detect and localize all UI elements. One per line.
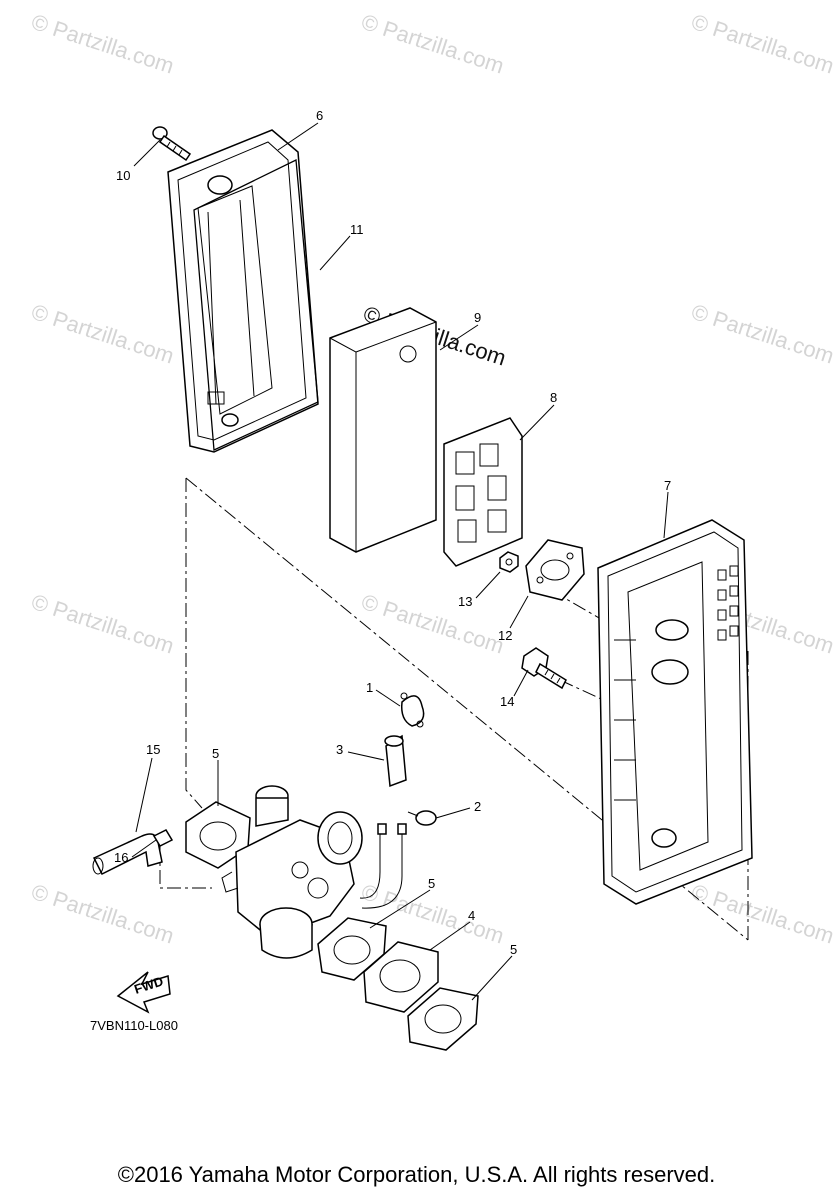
callout-8: 6 [316, 108, 323, 123]
callout-6: 5 [212, 746, 219, 761]
base-gasket[interactable] [525, 539, 585, 601]
callout-1: 1 [366, 680, 373, 695]
callout-2: 2 [474, 799, 481, 814]
watermark-text: © Partzilla.com [688, 879, 833, 949]
hose-clip[interactable] [400, 692, 425, 728]
callout-15: 14 [500, 694, 514, 709]
watermark-text: © Partzilla.com [688, 299, 833, 369]
watermark-text: © Partzilla.com [28, 299, 177, 369]
callout-11: 10 [116, 168, 130, 183]
fuel-hose[interactable] [384, 734, 407, 788]
base-vent-slots [717, 565, 739, 641]
watermark-text: © Partzilla.com [358, 9, 507, 79]
insulator[interactable] [363, 941, 439, 1013]
insulator-gasket-lower[interactable] [407, 987, 479, 1051]
carburetor[interactable] [221, 785, 407, 959]
bolt[interactable] [521, 647, 567, 690]
nut[interactable] [499, 551, 519, 573]
callout-17: 16 [114, 850, 128, 865]
leader-lines [131, 122, 669, 1001]
callout-7: 7 [664, 478, 671, 493]
filter-plate[interactable] [443, 417, 523, 567]
air-cleaner-base[interactable] [597, 519, 753, 905]
copyright-notice: ©2016 Yamaha Motor Corporation, U.S.A. A… [117, 1162, 716, 1187]
watermark-text: © Partzilla.com [28, 589, 177, 659]
air-cleaner-seal[interactable] [193, 159, 319, 451]
callout-13: 12 [498, 628, 512, 643]
breather-clamp[interactable] [152, 829, 174, 847]
watermark-text: © Partzilla.com [28, 879, 177, 949]
watermark-text: © Partzilla.com [28, 9, 177, 79]
callout-16: 15 [146, 742, 160, 757]
callout-14: 13 [458, 594, 472, 609]
diagram-code: 7VBN110-L080 [90, 1018, 178, 1033]
callout-5-lower: 5 [510, 942, 517, 957]
callout-3: 3 [336, 742, 343, 757]
callout-labels: 6 10 11 9 8 7 13 12 14 1 3 2 15 5 16 5 4… [114, 108, 671, 957]
callout-12: 11 [350, 222, 364, 237]
hose-clamp[interactable] [407, 810, 437, 826]
callout-5-upper: 5 [428, 876, 435, 891]
case-screw[interactable] [152, 126, 192, 162]
callout-4: 4 [468, 908, 475, 923]
watermark-text: © Partzilla.com [688, 9, 833, 79]
forward-arrow-icon: FWD [116, 971, 171, 1014]
watermark-text: © Partzilla.com [358, 589, 507, 659]
callout-9: 8 [550, 390, 557, 405]
air-filter-element[interactable] [329, 307, 437, 553]
air-cleaner-case[interactable] [167, 129, 319, 453]
callout-10: 9 [474, 310, 481, 325]
